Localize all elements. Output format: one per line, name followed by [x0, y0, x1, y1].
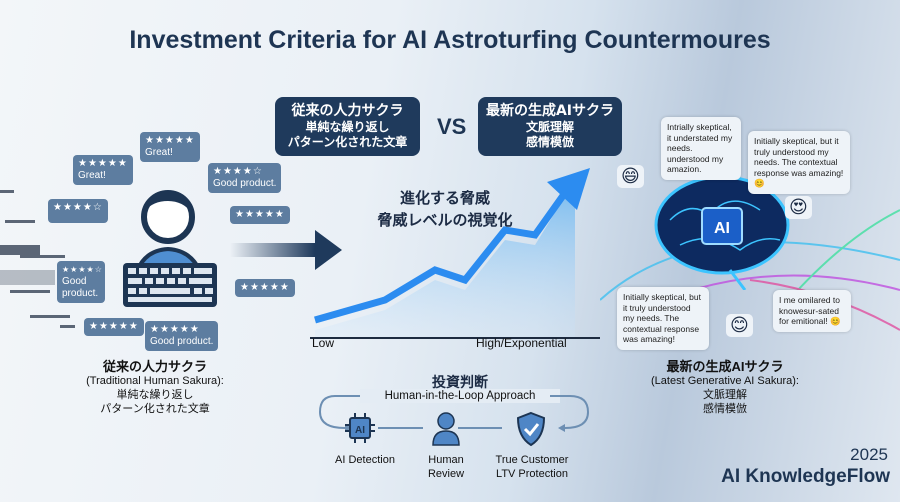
- review-bubble: ★★★★☆Good product.: [208, 163, 282, 193]
- star-rating: ★★★★★: [235, 209, 285, 220]
- review-text: Great!: [78, 170, 106, 181]
- step-ai-detection: AI Detection: [335, 454, 395, 466]
- review-bubble: ★★★★★: [230, 206, 290, 224]
- vs-label: VS: [437, 114, 467, 139]
- star-rating: ★★★★★: [78, 158, 128, 169]
- ai-review-bubble: Intrially skeptical, it understated my n…: [661, 117, 741, 180]
- footer-year: 2025: [850, 445, 888, 464]
- heart-eyes-emoji-icon: 😍: [785, 196, 812, 219]
- ai-chip: [701, 207, 743, 245]
- approach-label: Human-in-the-Loop Approach: [360, 389, 560, 403]
- caption-line: パターン化された文章: [100, 403, 210, 415]
- review-bubble: ★★★★★Great!: [73, 155, 133, 185]
- caption-line: 感情模倣: [703, 403, 747, 415]
- axis-high-label: High/Exponential: [476, 336, 567, 350]
- review-text: Good product.: [62, 276, 99, 299]
- ai-chip-text: AI: [355, 425, 365, 436]
- review-text: Good product.: [213, 178, 277, 189]
- review-bubble: ★★★★☆ Good product.: [57, 261, 105, 303]
- caption-line: 単純な繰り返し: [116, 389, 194, 401]
- box-line: 単純な繰り返し: [305, 120, 390, 134]
- brain-icon: AI: [654, 175, 790, 290]
- caption-sub: (Traditional Human Sakura):: [86, 375, 224, 387]
- review-bubble: ★★★★★Great!: [140, 132, 200, 162]
- traditional-caption: 従来の人力サクラ (Traditional Human Sakura): 単純な…: [75, 360, 235, 416]
- star-rating: ★★★★☆: [53, 202, 103, 213]
- page-title: Investment Criteria for AI Astroturfing …: [129, 26, 771, 54]
- review-bubble: ★★★★★: [84, 318, 144, 336]
- ai-review-bubble: Initially skeptical, but it truly unders…: [748, 131, 850, 194]
- star-rating: ★★★★★: [145, 135, 195, 146]
- ai-chip-icon: AI: [345, 413, 375, 443]
- box-title: 従来の人力サクラ: [291, 103, 404, 119]
- step-ltv-protection: True Customer LTV Protection: [495, 454, 569, 480]
- threat-area: [315, 180, 575, 338]
- review-bubble: ★★★★★: [235, 279, 295, 297]
- caption-title: 従来の人力サクラ: [102, 359, 207, 374]
- step-human-review: Human Review: [427, 454, 465, 480]
- review-text: Great!: [145, 147, 173, 158]
- star-rating: ★★★★★: [240, 282, 290, 293]
- ai-chip-label: AI: [714, 220, 730, 237]
- threat-heading: 進化する脅威 脅威レベルの視覚化: [355, 187, 535, 231]
- threat-arrow-line: [314, 187, 570, 324]
- noise-lines: [0, 190, 75, 328]
- keyboard-icon: [123, 263, 217, 307]
- box-line: 文脈理解: [525, 120, 574, 134]
- shield-check-icon: [516, 411, 546, 447]
- traditional-sakura-box: 従来の人力サクラ 単純な繰り返し パターン化された文章: [275, 97, 420, 156]
- star-rating: ★★★★☆: [62, 265, 103, 274]
- ai-review-bubble: Initially skeptical, but it truly unders…: [617, 287, 709, 350]
- generative-sakura-box: 最新の生成AIサクラ 文脈理解 感情模倣: [478, 97, 622, 156]
- loop-arrows: [318, 395, 590, 432]
- caption-sub: (Latest Generative AI Sakura):: [651, 375, 799, 387]
- review-text: Good product.: [150, 336, 214, 347]
- caption-title: 最新の生成AIサクラ: [666, 359, 784, 374]
- smile-emoji-icon: 😊: [726, 314, 753, 337]
- box-line: 感情模倣: [525, 135, 574, 149]
- caption-line: 文脈理解: [703, 389, 747, 401]
- right-arrow-icon: [230, 230, 342, 270]
- star-rating: ★★★★★: [89, 321, 139, 332]
- grin-emoji-icon: 😄: [617, 165, 644, 188]
- axis-low-label: Low: [312, 336, 335, 350]
- star-rating: ★★★★☆: [213, 166, 263, 177]
- review-bubble: ★★★★☆: [48, 199, 108, 223]
- human-icon: [432, 412, 460, 446]
- threat-arrowhead: [547, 168, 590, 210]
- threat-subtitle: 脅威レベルの視覚化: [377, 211, 513, 229]
- ai-review-bubble: I me omilared to knowesur-sated for emit…: [773, 290, 851, 332]
- generative-caption: 最新の生成AIサクラ (Latest Generative AI Sakura)…: [640, 360, 810, 416]
- box-title: 最新の生成AIサクラ: [485, 103, 615, 119]
- threat-title: 進化する脅威: [399, 189, 490, 207]
- threat-chart: [310, 168, 600, 339]
- star-rating: ★★★★★: [150, 324, 200, 335]
- investment-title: 投資判断: [432, 375, 488, 391]
- box-line: パターン化された文章: [287, 135, 408, 149]
- footer-brand: AI KnowledgeFlow: [721, 466, 890, 487]
- review-bubble: ★★★★★Good product.: [145, 321, 219, 351]
